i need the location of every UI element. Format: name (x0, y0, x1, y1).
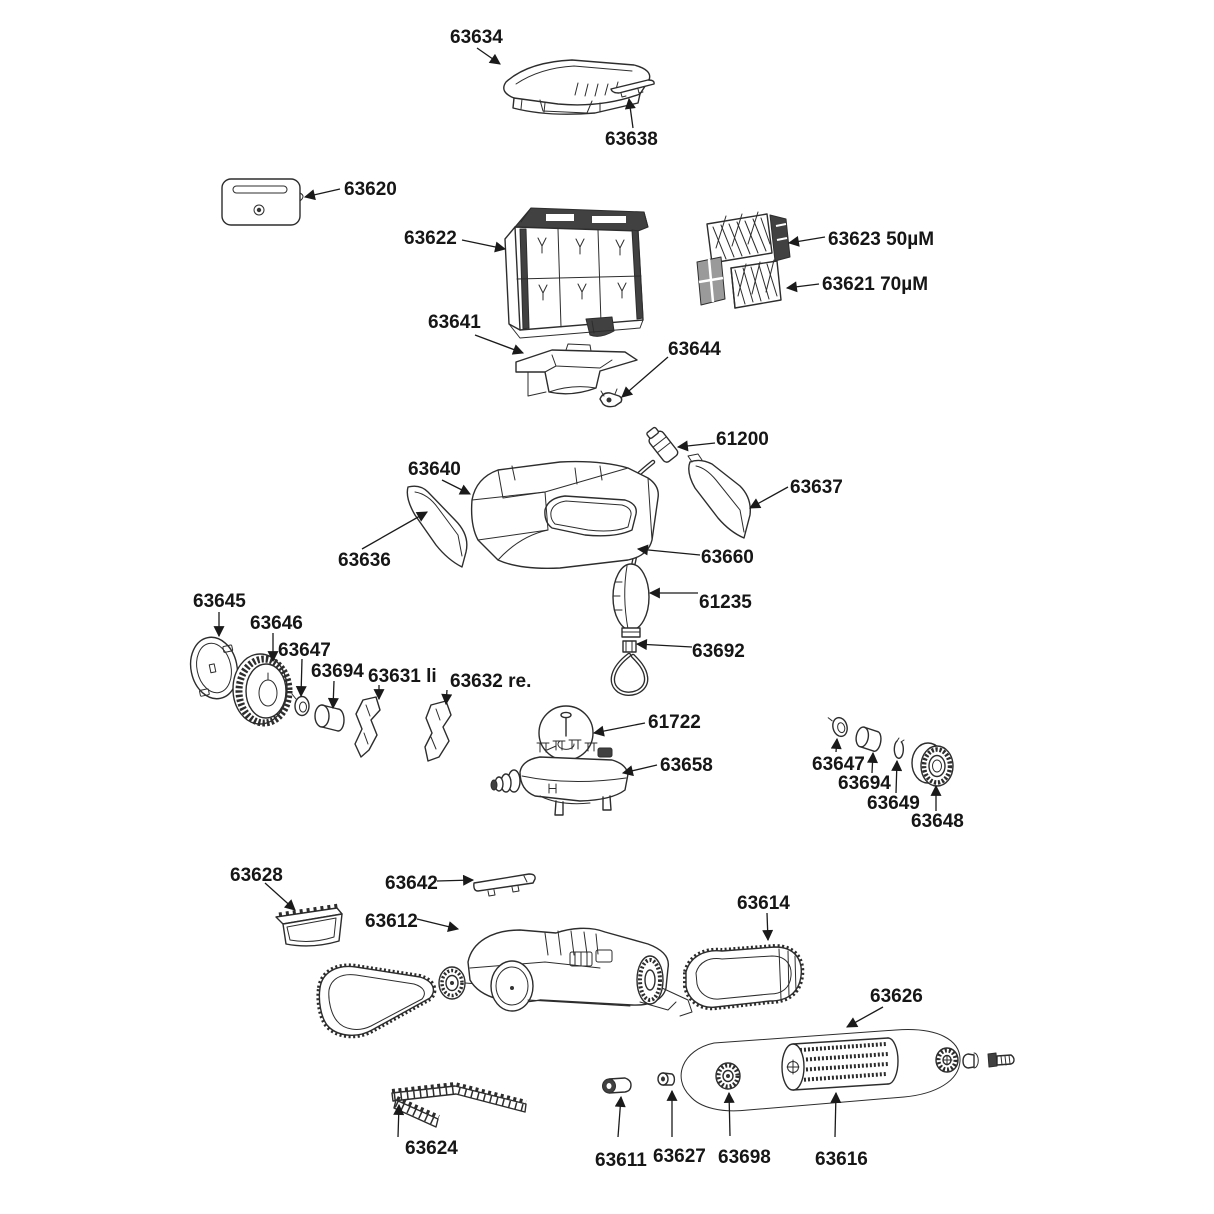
part-63694-bushing-left (314, 704, 345, 732)
part-label-63636: 63636 (338, 550, 391, 571)
part-63647-clip-left (291, 693, 310, 717)
part-label-63660: 63660 (701, 547, 754, 568)
part-nut (962, 1052, 979, 1069)
part-63638-strip (610, 79, 655, 98)
part-63626-bottom-plate (680, 1029, 961, 1112)
part-label-63628: 63628 (230, 865, 283, 886)
part-label-63611: 63611 (595, 1150, 647, 1171)
part-label-63694-right: 63694 (838, 773, 891, 794)
part-63642-bar (473, 873, 536, 897)
part-63692-snap-hook (610, 640, 649, 696)
part-63658-motor (490, 739, 629, 816)
part-label-63642: 63642 (385, 873, 438, 894)
part-63616-brush (781, 1037, 899, 1091)
part-label-63634: 63634 (450, 27, 503, 48)
part-63636-fin-left (406, 485, 468, 568)
part-63632-bracket-right (424, 700, 452, 762)
part-label-63647-right: 63647 (812, 754, 865, 775)
part-63645-disc (189, 636, 239, 700)
part-63620-box (221, 178, 304, 226)
part-label-63658: 63658 (660, 755, 713, 776)
part-label-63624: 63624 (405, 1138, 458, 1159)
part-label-63646: 63646 (250, 613, 303, 634)
part-label-63622: 63622 (404, 228, 457, 249)
part-63694-bushing-right (855, 726, 882, 752)
part-label-61722: 61722 (648, 712, 701, 733)
part-label-63641: 63641 (428, 312, 481, 333)
part-label-63694-left: 63694 (311, 661, 364, 682)
part-label-63632: 63632 re. (450, 671, 532, 692)
part-63634-top-cover (503, 59, 651, 115)
part-label-63648: 63648 (911, 811, 964, 832)
part-label-63637: 63637 (790, 477, 843, 498)
callout-arrows (213, 47, 942, 1138)
part-label-63640: 63640 (408, 459, 461, 480)
part-label-63698: 63698 (718, 1147, 771, 1168)
part-label-61200: 61200 (716, 429, 769, 450)
part-61722-screw-detail (538, 705, 594, 761)
part-axle-hub (935, 1047, 959, 1073)
part-label-63644: 63644 (668, 339, 721, 360)
part-63614-track (683, 943, 805, 1011)
part-label-63647-left: 63647 (278, 640, 331, 661)
part-label-63631: 63631 li (368, 666, 437, 687)
part-63623-filter-50um (706, 211, 791, 264)
part-63640-body-shell (470, 460, 659, 570)
part-63631-bracket-left (354, 696, 381, 758)
part-label-63627: 63627 (653, 1146, 706, 1167)
part-63624-strips (391, 1081, 527, 1128)
part-63646-gear (232, 653, 293, 727)
part-label-63638: 63638 (605, 129, 658, 150)
part-63644-clip (599, 388, 623, 408)
part-bolt (987, 1052, 1015, 1068)
part-label-63612: 63612 (365, 911, 418, 932)
part-63637-fin-right (687, 453, 751, 539)
part-63698-hub (715, 1062, 741, 1090)
part-61200-connector (646, 426, 679, 463)
part-label-63626: 63626 (870, 986, 923, 1007)
part-63647-clip-right (827, 716, 848, 738)
part-61235-float (612, 563, 650, 638)
part-63628-flap (275, 903, 343, 947)
part-label-63692: 63692 (692, 641, 745, 662)
part-63612-chassis (316, 927, 693, 1039)
part-label-63645: 63645 (193, 591, 246, 612)
part-label-63614: 63614 (737, 893, 790, 914)
part-63622-filter-basket (504, 207, 649, 339)
part-label-63623: 63623 50µM (828, 229, 935, 250)
part-label-63649: 63649 (867, 793, 920, 814)
part-63648-gear (911, 742, 954, 787)
part-label-63620: 63620 (344, 179, 397, 200)
part-63627-bushing (657, 1072, 676, 1086)
part-label-63621: 63621 70µM (822, 274, 929, 295)
part-63649-circlip (893, 737, 905, 759)
part-63611-pin (602, 1077, 632, 1094)
part-63621-filter-70um (696, 256, 782, 309)
part-63641-cover (515, 343, 638, 397)
part-label-61235: 61235 (699, 592, 752, 613)
part-label-63616: 63616 (815, 1149, 868, 1170)
